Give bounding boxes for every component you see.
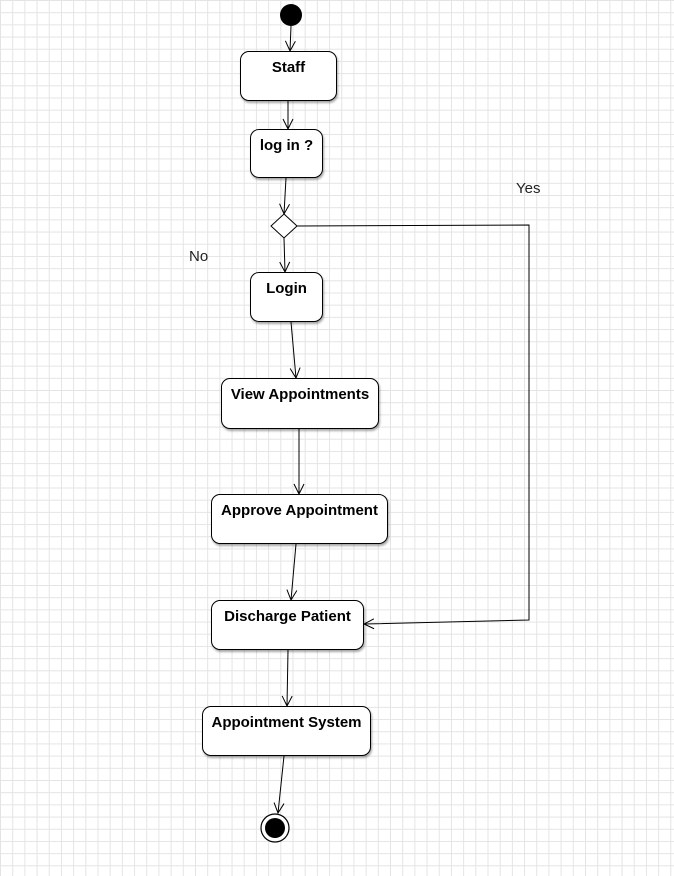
- activity-login-question[interactable]: log in ?: [250, 129, 323, 178]
- activity-approve-appointment[interactable]: Approve Appointment: [211, 494, 388, 544]
- decision-node[interactable]: [270, 213, 298, 239]
- activity-login[interactable]: Login: [250, 272, 323, 322]
- edge-appointment-system-to-end: [278, 755, 285, 813]
- guard-label-no: No: [189, 248, 209, 265]
- edge-approve-to-discharge-patient: [291, 543, 296, 600]
- initial-node[interactable]: [280, 4, 302, 26]
- edge-decision-to-discharge-patient: [296, 224, 530, 624]
- activity-appointment-system[interactable]: Appointment System: [202, 706, 371, 756]
- edge-login-question-to-decision: [284, 177, 286, 214]
- final-node[interactable]: [260, 813, 290, 843]
- edge-start-to-staff: [290, 25, 291, 51]
- edge-discharge-to-appointment-system: [287, 649, 288, 706]
- activity-discharge-patient[interactable]: Discharge Patient: [211, 600, 364, 650]
- edge-decision-to-login: [284, 237, 285, 272]
- activity-view-appointments[interactable]: View Appointments: [221, 378, 379, 429]
- edge-login-to-view-appointments: [291, 321, 296, 378]
- activity-staff[interactable]: Staff: [240, 51, 337, 101]
- guard-label-yes: Yes: [516, 180, 541, 197]
